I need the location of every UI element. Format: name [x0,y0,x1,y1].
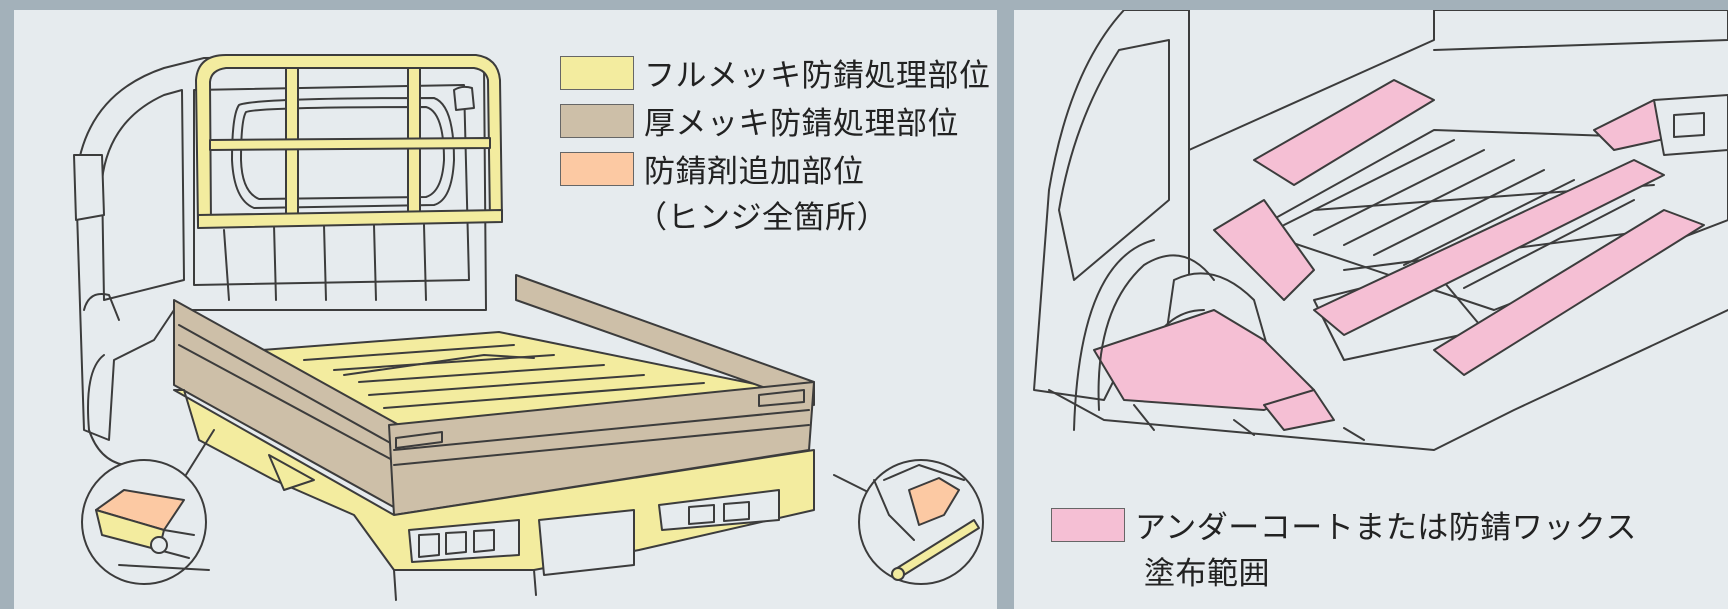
legend-item-rust-agent: 防錆剤追加部位 [560,146,865,191]
legend-label-undercoat: アンダーコートまたは防錆ワックス [1135,510,1637,546]
right-panel: アンダーコートまたは防錆ワックス 塗布範囲 [1014,10,1728,609]
legend-label-thick-plating: 厚メッキ防錆処理部位 [644,106,959,142]
legend-label-undercoat-line2: 塗布範囲 [1144,556,1270,592]
legend-label-full-plating: フルメッキ防錆処理部位 [644,58,991,94]
left-panel: フルメッキ防錆処理部位 厚メッキ防錆処理部位 防錆剤追加部位 （ヒンジ全箇所） [14,10,997,609]
legend-item-thick-plating: 厚メッキ防錆処理部位 [560,98,959,143]
truck-bed-drawing [73,54,984,601]
legend-item-full-plating: フルメッキ防錆処理部位 [560,50,991,95]
legend-label-rust-agent: 防錆剤追加部位 [644,154,865,190]
legend-note-hinges: （ヒンジ全箇所） [636,200,888,236]
legend-swatch-rust-agent [560,151,634,186]
chassis-underbody-drawing [1033,10,1728,451]
legend-swatch-full-plating [560,55,634,90]
legend-item-undercoat: アンダーコートまたは防錆ワックス [1051,502,1637,547]
legend-swatch-thick-plating [560,103,634,138]
legend-swatch-undercoat [1051,507,1125,542]
